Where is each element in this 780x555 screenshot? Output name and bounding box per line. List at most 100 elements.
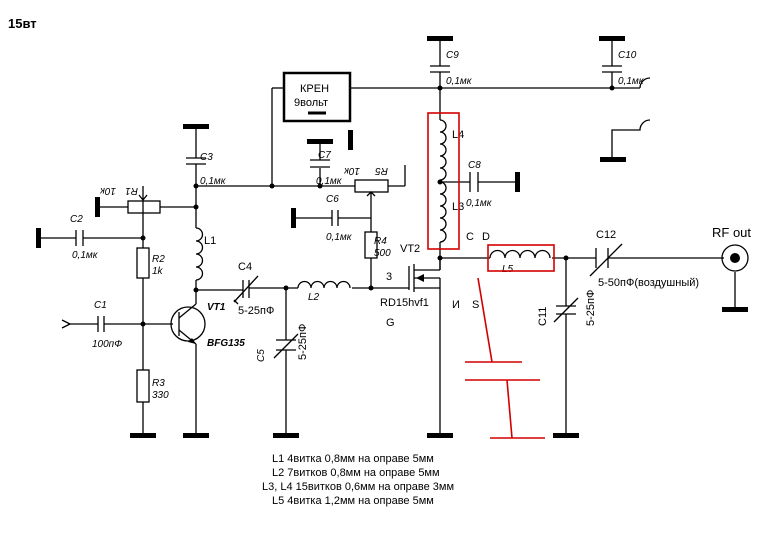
inductor-L4: L4 <box>439 119 464 181</box>
svg-text:1k: 1k <box>152 266 164 277</box>
ground-icon <box>553 433 579 438</box>
svg-text:C1: C1 <box>94 300 107 311</box>
ground-icon <box>183 124 209 129</box>
svg-text:C9: C9 <box>446 50 459 61</box>
ground-icon <box>600 157 626 162</box>
note-line: L1 4витка 0,8мм на оправе 5мм <box>272 453 434 465</box>
ground-icon <box>291 208 296 228</box>
winding-notes: L1 4витка 0,8мм на оправе 5мм L2 7витков… <box>262 453 454 507</box>
pin-label-source: S <box>472 299 479 311</box>
svg-text:R4: R4 <box>374 236 387 247</box>
pin-label-stock: И <box>452 299 460 311</box>
capacitor-C3: C3 0,1мк <box>186 152 227 187</box>
svg-text:КРЕН: КРЕН <box>300 83 329 95</box>
svg-text:0,1мк: 0,1мк <box>72 250 99 261</box>
svg-text:VT2: VT2 <box>400 243 420 255</box>
svg-text:C7: C7 <box>318 150 331 161</box>
inductor-L5: L5 <box>489 249 551 275</box>
pin-label-c: C <box>466 231 474 243</box>
svg-text:L1: L1 <box>204 235 216 247</box>
transistor-VT1: VT1 BFG135 <box>170 300 245 349</box>
red-annotations <box>427 112 555 439</box>
svg-text:9вольт: 9вольт <box>294 97 328 109</box>
svg-text:C2: C2 <box>70 214 83 225</box>
inductor-L3: L3 <box>439 181 464 243</box>
svg-text:C12: C12 <box>596 229 616 241</box>
svg-text:C4: C4 <box>238 261 252 273</box>
svg-text:0,1мк: 0,1мк <box>316 176 343 187</box>
svg-text:5-25пФ: 5-25пФ <box>585 290 597 326</box>
svg-text:0,1мк: 0,1мк <box>466 198 493 209</box>
voltage-regulator: КРЕН 9вольт <box>282 71 352 123</box>
svg-text:L3: L3 <box>452 201 464 213</box>
svg-text:5-50пФ(воздушный): 5-50пФ(воздушный) <box>598 277 699 289</box>
svg-text:BFG135: BFG135 <box>207 338 245 349</box>
svg-text:10к: 10к <box>343 165 360 176</box>
svg-text:RD15hvf1: RD15hvf1 <box>380 297 429 309</box>
svg-text:500: 500 <box>374 248 391 259</box>
svg-text:C6: C6 <box>326 194 339 205</box>
transistor-VT2: VT2 RD15hvf1 <box>380 243 441 309</box>
svg-text:5-25пФ: 5-25пФ <box>297 324 309 360</box>
svg-text:VT1: VT1 <box>207 302 226 313</box>
svg-text:10к: 10к <box>99 185 116 196</box>
svg-text:100пФ: 100пФ <box>92 339 122 350</box>
resistor-R3: R3 330 <box>136 369 169 403</box>
wires <box>40 40 736 434</box>
resistor-R2: R2 1k <box>136 247 165 279</box>
ground-icon <box>95 197 100 217</box>
resistor-R5: R5 10к <box>343 165 389 200</box>
ground-symbols <box>36 36 748 438</box>
ground-icon <box>427 36 453 41</box>
capacitor-C9: C9 0,1мк <box>430 50 473 87</box>
inductor-L2: L2 <box>297 280 351 303</box>
capacitor-C2: C2 0,1мк <box>70 214 99 261</box>
svg-text:330: 330 <box>152 390 169 401</box>
svg-text:C10: C10 <box>618 50 637 61</box>
pin-label-gate: G <box>386 317 395 329</box>
svg-text:5-25пФ: 5-25пФ <box>238 305 274 317</box>
capacitor-C6: C6 0,1мк <box>326 194 353 243</box>
capacitor-C5: C5 5-25пФ <box>256 324 309 362</box>
svg-text:0,1мк: 0,1мк <box>446 76 473 87</box>
pin-label-drain: D <box>482 231 490 243</box>
svg-text:C3: C3 <box>200 152 213 163</box>
svg-text:R3: R3 <box>152 378 165 389</box>
ground-icon <box>599 36 625 41</box>
note-line: L3, L4 15витков 0,6мм на оправе 3мм <box>262 481 454 493</box>
ground-icon <box>307 139 333 144</box>
capacitor-C4: C4 5-25пФ <box>233 261 274 317</box>
capacitor-C7: C7 0,1мк <box>310 150 343 187</box>
ground-icon <box>273 433 299 438</box>
ground-icon <box>348 130 353 150</box>
diagram-title: 15вт <box>8 16 37 31</box>
capacitor-C11: C11 5-25пФ <box>537 290 597 326</box>
svg-text:C8: C8 <box>468 160 481 171</box>
ground-icon <box>515 172 520 192</box>
rf-out-label: RF out <box>712 225 751 240</box>
rf-output-connector: RF out <box>712 225 751 272</box>
svg-text:C11: C11 <box>537 307 549 326</box>
capacitor-C1: C1 100пФ <box>92 300 122 350</box>
svg-text:0,1мк: 0,1мк <box>326 232 353 243</box>
svg-text:L5: L5 <box>502 264 514 275</box>
ground-icon <box>183 433 209 438</box>
svg-text:R2: R2 <box>152 254 165 265</box>
capacitor-C12: C12 5-50пФ(воздушный) <box>589 229 699 289</box>
svg-text:0,1мк: 0,1мк <box>200 176 227 187</box>
svg-text:L2: L2 <box>308 292 320 303</box>
svg-text:R5: R5 <box>375 165 388 176</box>
ground-icon <box>722 307 748 312</box>
svg-text:0,1мк: 0,1мк <box>618 76 645 87</box>
resistor-R4: R4 500 <box>364 231 391 259</box>
ground-icon <box>427 433 453 438</box>
pin-label-3: 3 <box>386 271 392 283</box>
note-line: L2 7витков 0,8мм на оправе 5мм <box>272 467 440 479</box>
ground-icon <box>36 228 41 248</box>
capacitor-C10: C10 0,1мк <box>602 50 645 87</box>
note-line: L5 4витка 1,2мм на оправе 5мм <box>272 495 434 507</box>
inductor-L1: L1 <box>195 227 216 281</box>
capacitor-C8: C8 0,1мк <box>466 160 493 209</box>
svg-text:R1: R1 <box>125 185 138 196</box>
